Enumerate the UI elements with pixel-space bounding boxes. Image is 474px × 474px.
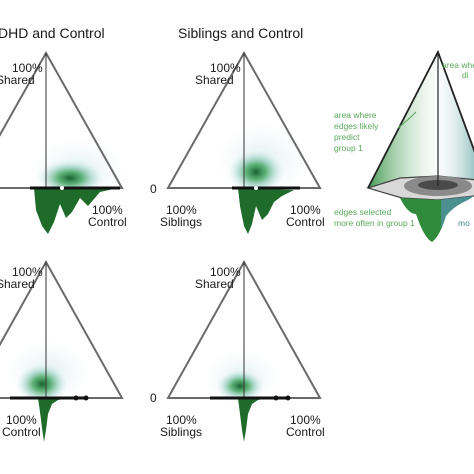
marker-dot — [285, 395, 291, 401]
label-zero: 0 — [150, 391, 157, 405]
panel-adhd-bottom: 100% Shared 100% Control — [0, 259, 124, 442]
legend-diagram: area whe di area where edges likely pred… — [334, 49, 474, 242]
label-control: Control — [88, 215, 127, 229]
label-shared-pct: 100% — [12, 61, 43, 75]
median-marker — [60, 186, 64, 190]
legend-top-line2: di — [462, 70, 469, 80]
legend-bottom-line2: more often in group 1 — [334, 218, 415, 228]
density-core — [216, 370, 264, 402]
label-shared: Shared — [195, 73, 234, 87]
label-shared-pct: 100% — [12, 265, 43, 279]
label-control: Control — [286, 215, 325, 229]
label-control-pct: 100% — [290, 413, 321, 427]
legend-bottom-line1: edges selected — [334, 207, 391, 217]
label-control-pct: 100% — [6, 413, 37, 427]
density-core — [16, 364, 68, 404]
panel-siblings-bottom: 100% Shared 0 100% Siblings 100% Control — [150, 259, 325, 442]
legend-face-right — [438, 52, 474, 185]
label-siblings-pct: 100% — [166, 203, 197, 217]
legend-top-line1: area whe — [442, 60, 474, 70]
density-core — [228, 150, 284, 194]
label-shared: Shared — [195, 277, 234, 291]
histogram-below — [38, 398, 70, 442]
label-zero: 0 — [150, 182, 157, 196]
legend-right-partial: mo — [458, 218, 470, 228]
marker-dot — [83, 395, 89, 401]
legend-left-line3: predict — [334, 132, 360, 142]
label-shared-pct: 100% — [210, 61, 241, 75]
label-siblings: Siblings — [160, 215, 202, 229]
marker-dot — [73, 395, 79, 401]
panel-adhd-top: 100% Shared 100% Control — [0, 50, 127, 234]
legend-pointer — [397, 111, 417, 129]
legend-left-line4: group 1 — [334, 143, 363, 153]
label-shared: Shared — [0, 73, 35, 87]
legend-left-line2: edges likely — [334, 121, 379, 131]
title-siblings-control: Siblings and Control — [178, 25, 303, 41]
histogram-below — [238, 398, 268, 442]
median-marker — [254, 186, 258, 190]
label-control-pct: 100% — [290, 203, 321, 217]
marker-dot — [273, 395, 279, 401]
label-siblings: Siblings — [160, 425, 202, 439]
title-adhd-control: DHD and Control — [0, 25, 105, 41]
label-shared-pct: 100% — [210, 265, 241, 279]
label-siblings-pct: 100% — [166, 413, 197, 427]
panel-siblings-top: 100% Shared 0 100% Siblings 100% Control — [150, 50, 325, 234]
label-control: Control — [2, 425, 41, 439]
legend-under-histogram — [400, 196, 474, 242]
label-control: Control — [286, 425, 325, 439]
histogram-below — [34, 188, 118, 234]
histogram-below — [238, 188, 294, 234]
label-control-pct: 100% — [92, 203, 123, 217]
legend-left-line1: area where — [334, 110, 377, 120]
label-shared: Shared — [0, 277, 35, 291]
